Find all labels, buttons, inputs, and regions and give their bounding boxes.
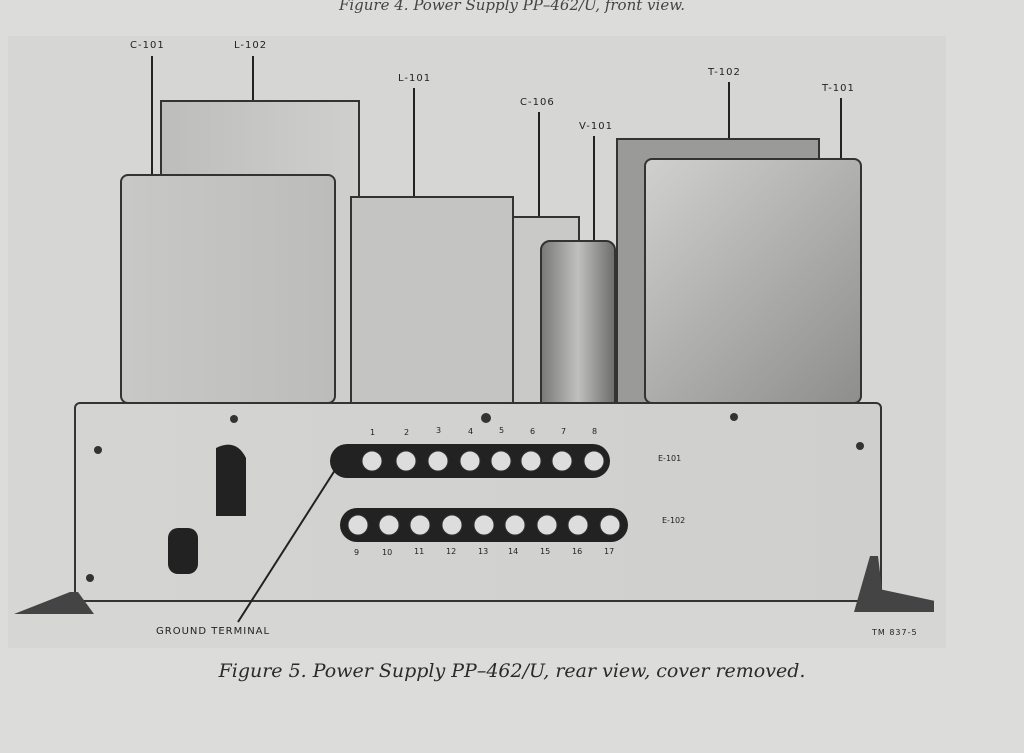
label-c106: C-106	[520, 97, 555, 108]
figure-code: TM 837-5	[872, 628, 918, 637]
label-v101: V-101	[579, 121, 613, 132]
label-e101: E-101	[658, 454, 682, 463]
label-t102: T-102	[708, 67, 741, 78]
figure-4-caption: Figure 4. Power Supply PP–462/U, front v…	[338, 0, 686, 14]
label-c101: C-101	[130, 40, 165, 51]
figure-5-caption: Figure 5. Power Supply PP–462/U, rear vi…	[218, 660, 806, 682]
chassis-rear-panel	[74, 402, 882, 602]
label-e102: E-102	[662, 516, 686, 525]
figure-5-photo: C-101 L-102 L-101 C-106 V-101 T-102 T-10…	[8, 36, 946, 648]
label-t101: T-101	[822, 83, 855, 94]
label-l102: L-102	[234, 40, 268, 51]
label-ground-terminal: GROUND TERMINAL	[156, 626, 271, 637]
label-l101: L-101	[398, 73, 432, 84]
